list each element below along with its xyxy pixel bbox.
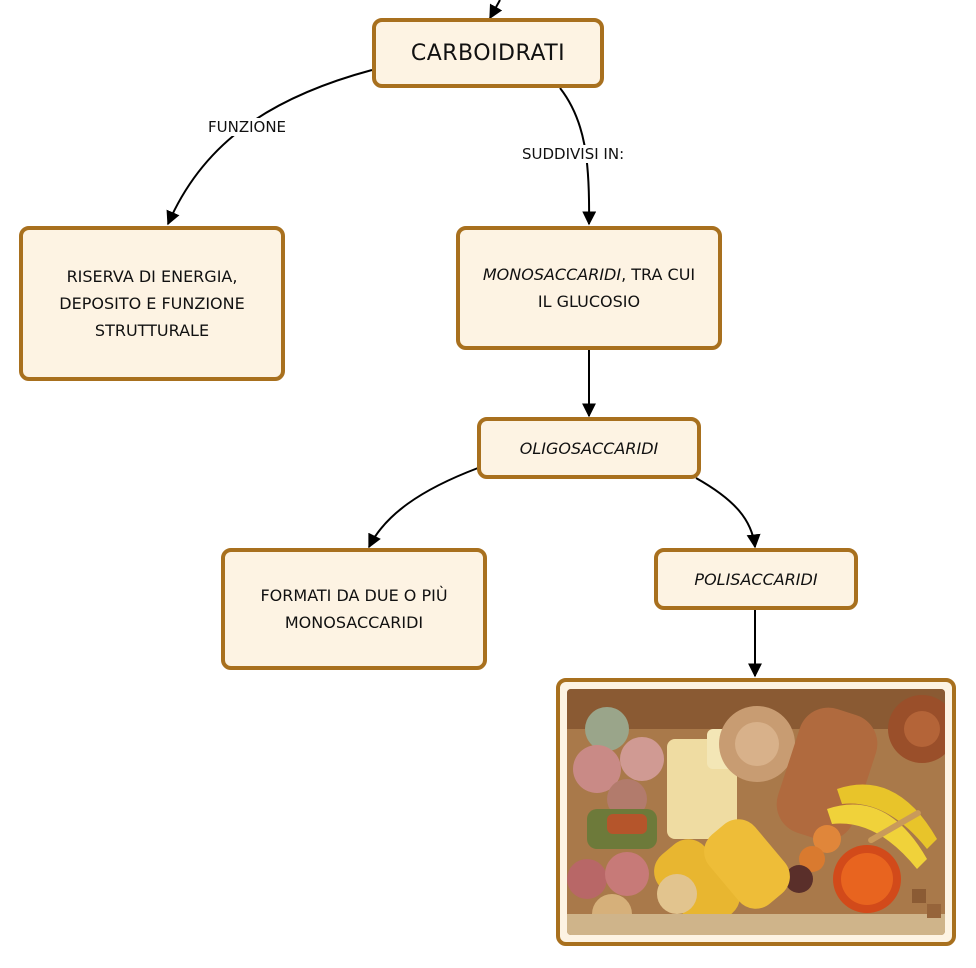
pasta-nest-pink: [573, 745, 621, 793]
node-function[interactable]: RISERVA DI ENERGIA, DEPOSITO E FUNZIONE …: [19, 226, 285, 381]
node-polysaccharides[interactable]: POLISACCARIDI: [654, 548, 858, 610]
node-formed-line-2: MONOSACCARIDI: [284, 613, 424, 632]
arrow-oligo-to-formed: [368, 467, 479, 549]
dates: [785, 865, 813, 893]
node-function-line-2: DEPOSITO E FUNZIONE: [59, 294, 245, 313]
carbohydrate-foods-image: [556, 678, 956, 946]
node-poly-label: POLISACCARIDI: [694, 569, 818, 589]
node-oligosaccharides[interactable]: OLIGOSACCARIDI: [477, 417, 701, 479]
node-carbohydrates[interactable]: CARBOIDRATI: [372, 18, 604, 88]
arrow-root-to-mono: [559, 87, 597, 226]
node-mono-rest: , TRA CUI: [621, 265, 696, 284]
node-formed-line-1: FORMATI DA DUE O PIÙ: [260, 586, 448, 605]
bananas: [837, 784, 937, 849]
dried-apricots: [813, 825, 841, 853]
node-mono-line-2: IL GLUCOSIO: [537, 292, 641, 311]
link-label-subdivided: SUDDIVISI IN:: [520, 145, 627, 163]
corn: [654, 839, 740, 929]
arrow-oligo-to-poly: [695, 477, 761, 549]
food-photo-illustration: [567, 689, 945, 935]
node-carbohydrates-label: CARBOIDRATI: [410, 40, 566, 66]
pasta-nest-green: [585, 707, 629, 751]
node-formed-by[interactable]: FORMATI DA DUE O PIÙ MONOSACCARIDI: [221, 548, 487, 670]
node-function-line-3: STRUTTURALE: [94, 321, 210, 340]
node-oligo-label: OLIGOSACCARIDI: [519, 438, 659, 458]
node-mono-emph: MONOSACCARIDI: [482, 265, 622, 284]
incoming-arrow: [489, 0, 503, 20]
arrow-root-to-function: [166, 69, 373, 226]
potatoes: [567, 859, 607, 899]
node-function-line-1: RISERVA DI ENERGIA,: [66, 267, 238, 286]
link-label-function: FUNZIONE: [206, 118, 289, 136]
node-monosaccharides[interactable]: MONOSACCARIDI, TRA CUI IL GLUCOSIO: [456, 226, 722, 350]
